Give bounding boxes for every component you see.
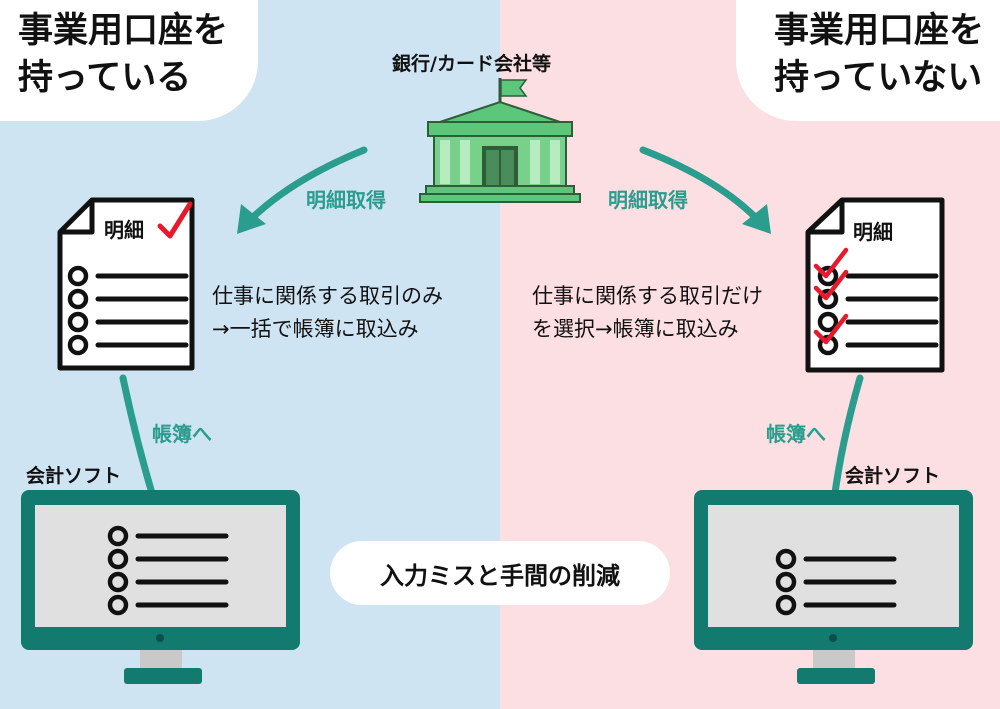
right-description-line2: を選択→帳簿に取込み	[532, 317, 739, 341]
right-title-pill: 事業用口座を 持っていない	[736, 0, 1000, 121]
left-description-line2: →一括で帳簿に取込み	[212, 317, 419, 341]
left-description-line1: 仕事に関係する取引のみ	[212, 284, 443, 308]
document-right-icon	[805, 197, 945, 373]
right-title-line1: 事業用口座を	[774, 11, 985, 51]
check-marks-icon	[813, 247, 849, 345]
ledger-label-left: 帳簿へ	[152, 422, 212, 446]
right-description: 仕事に関係する取引だけ を選択→帳簿に取込み	[532, 280, 763, 346]
fetch-label-right: 明細取得	[608, 188, 688, 212]
bank-building-icon	[419, 78, 581, 203]
center-message-pill: 入力ミスと手間の削減	[330, 541, 670, 605]
software-label-right: 会計ソフト	[845, 465, 941, 487]
document-left-title: 明細	[104, 218, 144, 242]
ledger-label-right: 帳簿へ	[766, 422, 826, 446]
monitor-left-icon	[21, 490, 300, 684]
monitor-right-icon	[694, 490, 973, 684]
check-mark-icon	[157, 201, 193, 239]
left-description: 仕事に関係する取引のみ →一括で帳簿に取込み	[212, 280, 443, 346]
right-title-line2: 持っていない	[774, 58, 983, 98]
center-message: 入力ミスと手間の削減	[380, 561, 620, 590]
left-title-line1: 事業用口座を	[18, 11, 229, 51]
fetch-label-left: 明細取得	[306, 188, 386, 212]
document-left-icon	[57, 197, 195, 371]
software-label-left: 会計ソフト	[26, 465, 122, 487]
document-right-title: 明細	[853, 220, 893, 244]
right-description-line1: 仕事に関係する取引だけ	[532, 284, 763, 308]
fetch-arrow-left	[237, 146, 368, 234]
fetch-arrow-right	[639, 146, 771, 234]
left-title-line2: 持っている	[18, 58, 192, 98]
left-title-pill: 事業用口座を 持っている	[0, 0, 258, 121]
bank-label: 銀行/カード会社等	[392, 53, 551, 75]
